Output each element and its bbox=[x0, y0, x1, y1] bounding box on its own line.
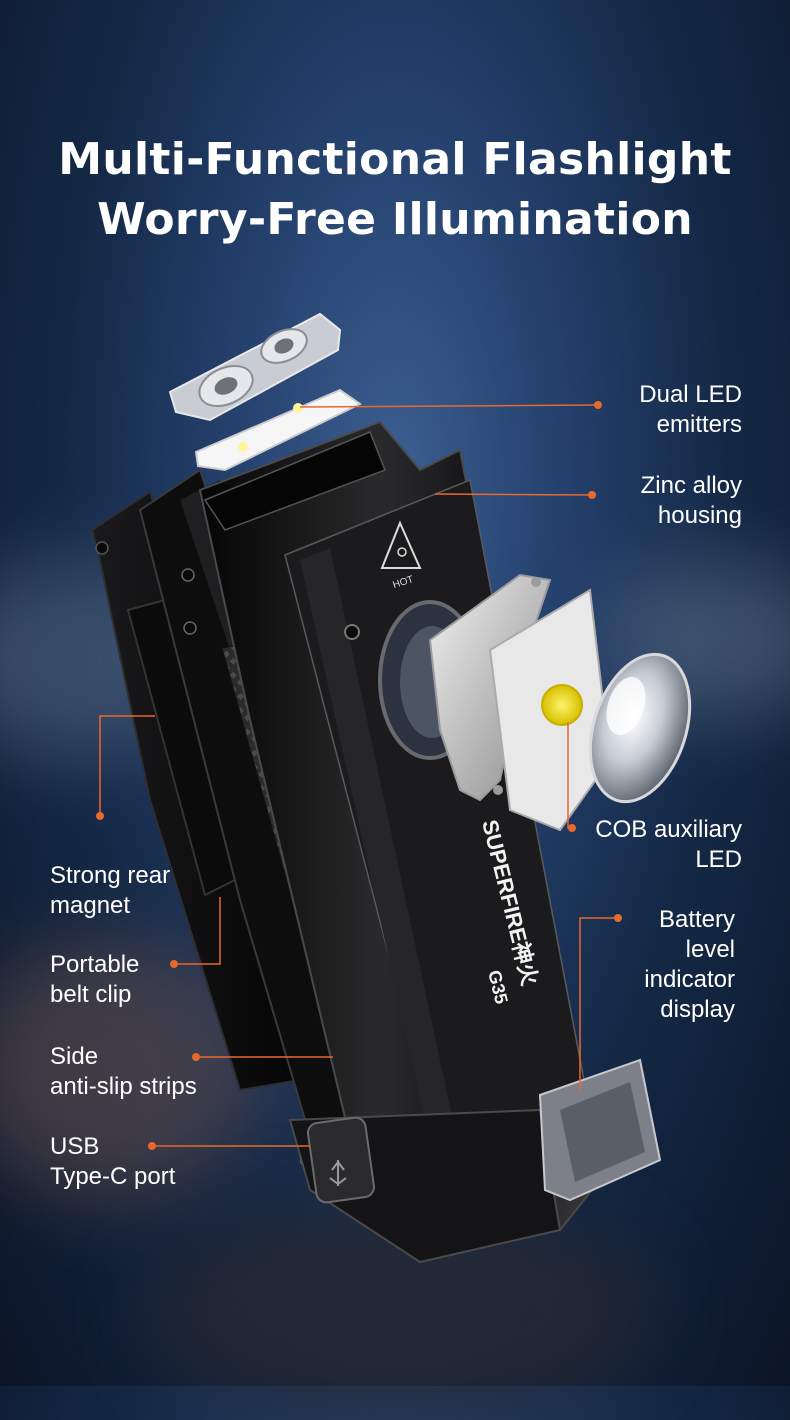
flashlight-exploded-view: HOT SUPERFIRE神火 G35 bbox=[90, 312, 692, 1264]
callout-belt-clip-line2: belt clip bbox=[50, 981, 132, 1008]
callout-anti-slip: Side anti-slip strips bbox=[50, 1042, 197, 1102]
callout-magnet-line1: Strong rear bbox=[50, 862, 171, 889]
callout-zinc-alloy: Zinc alloy housing bbox=[641, 471, 742, 531]
headline-line-2: Worry-Free Illumination bbox=[97, 194, 693, 245]
callout-dual-led: Dual LED emitters bbox=[639, 380, 742, 440]
callout-battery-line4: display bbox=[660, 996, 735, 1023]
callout-belt-clip: Portable belt clip bbox=[50, 950, 139, 1010]
dual-led-module bbox=[168, 312, 362, 472]
callout-cob-led: COB auxiliary LED bbox=[595, 815, 742, 875]
callout-belt-clip-line1: Portable bbox=[50, 951, 140, 978]
callout-usb-line1: USB bbox=[50, 1133, 100, 1160]
callout-battery-line3: indicator bbox=[644, 966, 735, 993]
callout-leader-dots bbox=[96, 401, 622, 1150]
callout-anti-slip-line1: Side bbox=[50, 1043, 99, 1070]
callout-leader-lines bbox=[99, 404, 618, 1147]
callout-anti-slip-line2: anti-slip strips bbox=[50, 1073, 197, 1100]
battery-display-module bbox=[538, 1058, 662, 1202]
leader-magnet bbox=[99, 715, 155, 816]
bottom-end-cap bbox=[288, 1108, 562, 1264]
cob-led-module bbox=[428, 573, 692, 832]
callout-battery-line1: Battery bbox=[658, 906, 735, 933]
callout-usb-line2: Type-C port bbox=[50, 1163, 176, 1190]
callout-battery-line2: level bbox=[685, 936, 735, 963]
callout-cob-line2: LED bbox=[695, 846, 742, 873]
leader-battery bbox=[579, 917, 618, 1090]
headline-line-1: Multi-Functional Flashlight bbox=[58, 134, 732, 185]
callout-rear-magnet: Strong rear magnet bbox=[50, 861, 170, 921]
leader-dual-led bbox=[299, 404, 599, 408]
callout-cob-line1: COB auxiliary bbox=[595, 816, 742, 843]
callout-magnet-line2: magnet bbox=[50, 892, 131, 919]
leader-belt-clip bbox=[174, 897, 221, 965]
callout-battery-indicator: Battery level indicator display bbox=[644, 905, 735, 1025]
callout-usb-port: USB Type-C port bbox=[50, 1132, 175, 1192]
callout-dual-led-line1: Dual LED bbox=[639, 381, 742, 408]
callout-zinc-alloy-line1: Zinc alloy bbox=[640, 472, 742, 499]
callout-dual-led-line2: emitters bbox=[656, 411, 742, 438]
leader-zinc-alloy bbox=[434, 493, 593, 496]
callout-zinc-alloy-line2: housing bbox=[657, 502, 742, 529]
